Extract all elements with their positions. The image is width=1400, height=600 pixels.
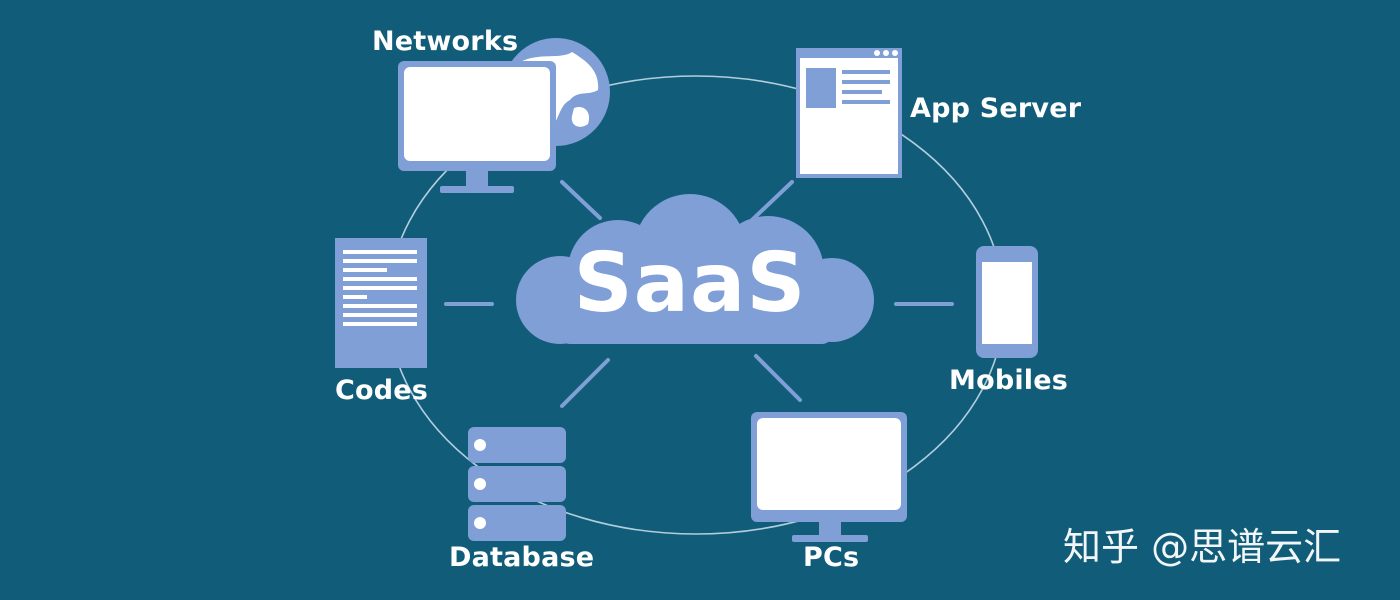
label-database: Database bbox=[449, 542, 595, 573]
database-server-icon bbox=[468, 427, 566, 541]
label-pcs: PCs bbox=[803, 542, 860, 573]
watermark-text: 知乎 @思谱云汇 bbox=[1063, 525, 1342, 569]
label-mobiles: Mobiles bbox=[949, 365, 1069, 396]
monitor-icon bbox=[398, 61, 556, 193]
app-window-icon bbox=[796, 48, 902, 178]
connector-lines bbox=[444, 180, 954, 408]
connector-database bbox=[560, 358, 610, 408]
code-document-icon bbox=[335, 238, 427, 368]
mobile-phone-icon bbox=[976, 246, 1038, 358]
label-networks: Networks bbox=[372, 26, 519, 57]
pc-monitor-icon bbox=[751, 412, 907, 542]
label-app-server: App Server bbox=[910, 93, 1082, 124]
label-codes: Codes bbox=[335, 375, 429, 406]
cloud-icon bbox=[516, 194, 874, 344]
connector-app-server bbox=[750, 180, 794, 222]
connector-pcs bbox=[754, 354, 802, 402]
saas-center-label: SaaS bbox=[573, 236, 807, 331]
connector-networks bbox=[560, 180, 602, 220]
